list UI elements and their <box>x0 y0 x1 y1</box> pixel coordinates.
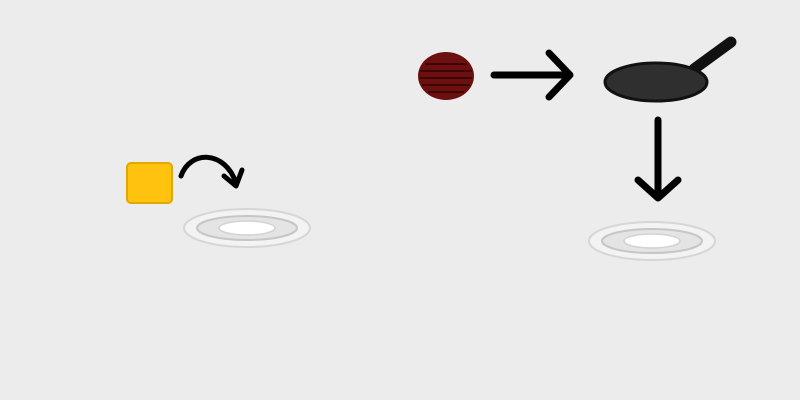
frying-pan-icon[interactable] <box>603 36 737 103</box>
plate-right <box>588 221 716 261</box>
plate-left <box>183 208 311 248</box>
arrow-down-icon <box>634 116 682 202</box>
raw-patty-icon[interactable] <box>418 52 474 100</box>
cheese-slice-icon[interactable] <box>126 162 173 204</box>
curved-arrow-icon <box>178 154 245 189</box>
arrow-right-icon <box>490 49 574 101</box>
